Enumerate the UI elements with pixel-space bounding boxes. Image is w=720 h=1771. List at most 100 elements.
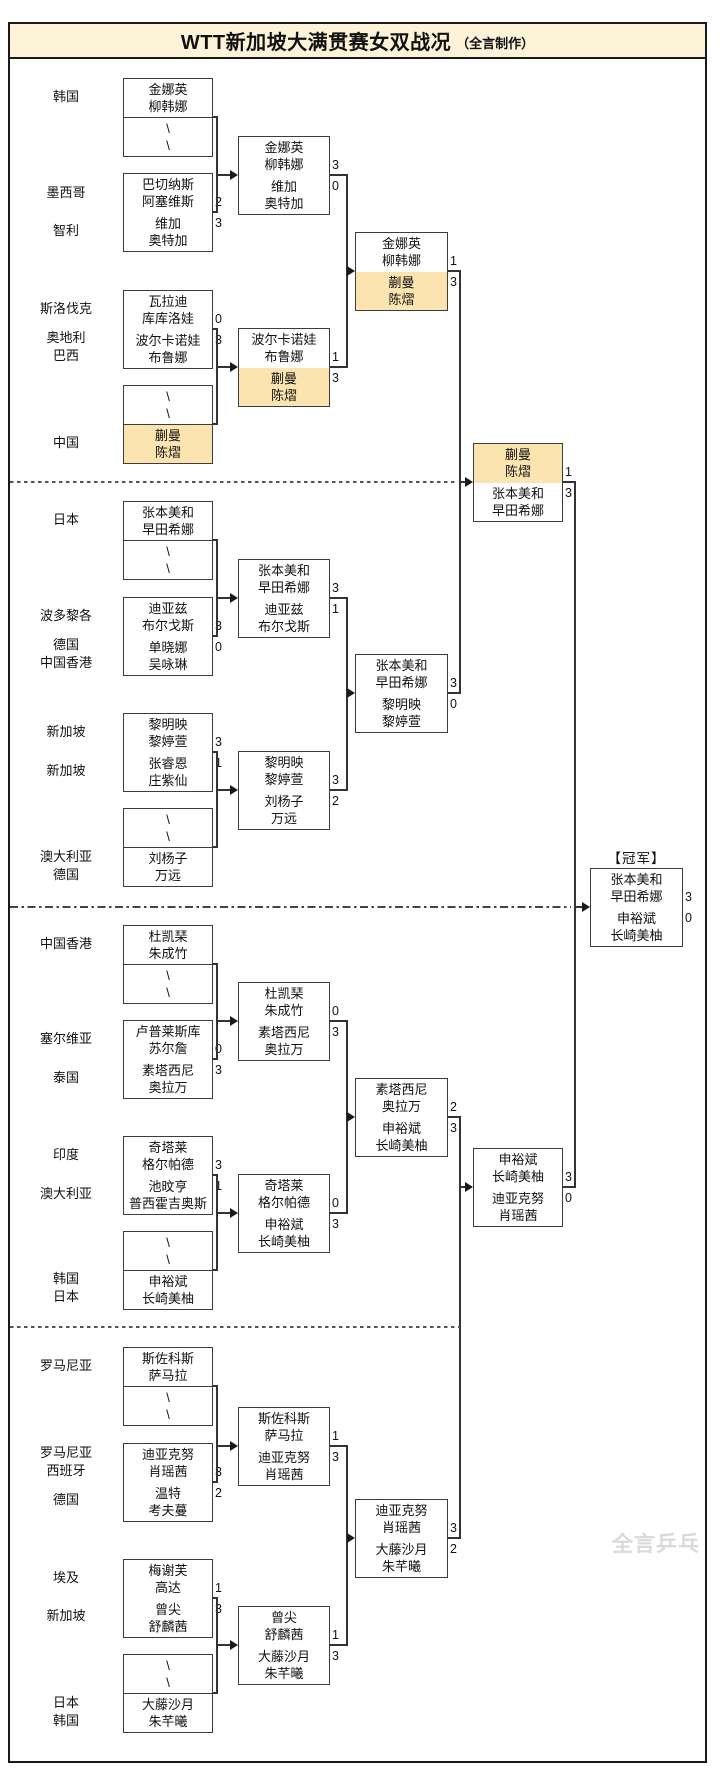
bye-mark: \ bbox=[166, 1252, 170, 1267]
team-cell: 申裕斌长崎美柚 bbox=[474, 1149, 562, 1188]
match-score: 3 bbox=[450, 275, 457, 289]
team-name-line: 迪亚克努 bbox=[491, 1190, 544, 1206]
team-name-line: 万远 bbox=[270, 810, 297, 826]
country-label-line: 日本 bbox=[52, 512, 79, 527]
team-name-line: 长崎美柚 bbox=[375, 1137, 428, 1153]
team-name-line: 刘杨子 bbox=[264, 793, 304, 809]
bye-mark: \ bbox=[166, 1390, 170, 1405]
team-name-line: 迪亚克努 bbox=[375, 1503, 428, 1519]
match-score: 3 bbox=[332, 158, 339, 172]
match-score: 3 bbox=[215, 1465, 222, 1479]
country-label-line: 新加坡 bbox=[46, 763, 86, 778]
match-box: 金娜英柳韩娜\\ bbox=[123, 78, 213, 157]
team-name-line: 张本美和 bbox=[141, 505, 194, 520]
match-box: \\蒯曼陈熠 bbox=[123, 385, 213, 464]
team-name-line: 斯佐科斯 bbox=[141, 1351, 194, 1366]
team-name-line: 陈熠 bbox=[270, 387, 297, 403]
team-name-line: 蒯曼 bbox=[270, 370, 297, 386]
team-cell: 张睿恩庄紫仙 bbox=[124, 753, 212, 792]
bye-mark: \ bbox=[166, 985, 170, 1000]
bye-mark: \ bbox=[166, 544, 170, 559]
team-cell: 素塔西尼奥拉万 bbox=[239, 1022, 329, 1061]
team-name-line: 卢普莱斯库 bbox=[135, 1024, 201, 1040]
country-label: 韩国 bbox=[16, 88, 116, 106]
team-name-line: 早田希娜 bbox=[257, 580, 310, 596]
team-name-line: 黎婷萱 bbox=[264, 772, 304, 788]
bracket-connector-line bbox=[213, 116, 218, 118]
bracket-connector-line bbox=[217, 1020, 231, 1022]
country-label: 智利 bbox=[16, 222, 116, 240]
country-label-line: 日本 bbox=[52, 1695, 79, 1710]
team-name-line: 奥拉万 bbox=[264, 1041, 304, 1057]
team-cell: 刘杨子万远 bbox=[124, 847, 212, 886]
country-label: 塞尔维亚 bbox=[16, 1030, 116, 1048]
bracket-connector-line bbox=[330, 789, 348, 791]
team-name-line: 长崎美柚 bbox=[610, 927, 663, 943]
team-name-line: 迪亚克努 bbox=[141, 1447, 194, 1463]
bye-mark: \ bbox=[166, 138, 170, 153]
team-cell: 大藤沙月朱芊曦 bbox=[124, 1693, 212, 1732]
country-label-line: 新加坡 bbox=[46, 1608, 86, 1623]
team-name-line: 早田希娜 bbox=[610, 889, 663, 905]
team-cell: 迪亚克努肖瑶茜 bbox=[239, 1447, 329, 1486]
country-label-line: 德国 bbox=[52, 637, 79, 652]
bracket-connector-line bbox=[346, 1445, 348, 1646]
country-label-line: 罗马尼亚 bbox=[39, 1358, 92, 1373]
team-cell: 蒯曼陈熠 bbox=[474, 444, 562, 483]
team-name-line: 柳韩娜 bbox=[148, 99, 188, 114]
bracket-connector-line bbox=[213, 1692, 218, 1694]
bracket-connector-line bbox=[213, 1058, 218, 1060]
country-label: 斯洛伐克 bbox=[16, 300, 116, 318]
bracket-arrow bbox=[230, 1208, 238, 1218]
match-score: 1 bbox=[565, 465, 572, 479]
team-name-line: 迪亚兹 bbox=[148, 601, 188, 617]
team-name-line: 蒯曼 bbox=[154, 428, 181, 443]
team-cell: 迪亚克努肖瑶茜 bbox=[356, 1500, 447, 1539]
team-name-line: 舒麟茜 bbox=[264, 1627, 304, 1643]
match-score: 3 bbox=[332, 1649, 339, 1663]
country-label-line: 塞尔维亚 bbox=[39, 1031, 92, 1046]
country-label-line: 罗马尼亚 bbox=[39, 1445, 92, 1460]
country-label: 墨西哥 bbox=[16, 184, 116, 202]
bracket-connector-line bbox=[460, 1186, 466, 1188]
team-name-line: 萨马拉 bbox=[264, 1428, 304, 1444]
team-cell: 奇塔莱格尔帕德 bbox=[239, 1175, 329, 1214]
team-cell: 素塔西尼奥拉万 bbox=[124, 1060, 212, 1099]
match-score: 1 bbox=[450, 254, 457, 268]
section-separator bbox=[10, 481, 456, 483]
country-label: 德国中国香港 bbox=[16, 636, 116, 672]
team-name-line: 格尔帕德 bbox=[257, 1195, 310, 1211]
match-score: 1 bbox=[332, 1628, 339, 1642]
team-name-line: 早田希娜 bbox=[375, 675, 428, 691]
bracket-arrow bbox=[347, 1112, 355, 1122]
match-score: 1 bbox=[215, 1581, 222, 1595]
bracket-connector-line bbox=[575, 906, 583, 908]
bracket-connector-line bbox=[216, 751, 218, 848]
match-score: 2 bbox=[332, 794, 339, 808]
team-name-line: 黎婷萱 bbox=[381, 713, 421, 729]
country-label-line: 泰国 bbox=[52, 1070, 79, 1085]
match-score: 3 bbox=[332, 1025, 339, 1039]
team-name-line: 朱成竹 bbox=[264, 1003, 304, 1019]
country-label-line: 智利 bbox=[52, 223, 79, 238]
team-name-line: 奥特加 bbox=[148, 232, 188, 248]
bye-mark: \ bbox=[166, 968, 170, 983]
team-name-line: 陈熠 bbox=[154, 445, 181, 460]
country-label: 中国 bbox=[16, 434, 116, 452]
team-cell: 巴切纳斯阿塞维斯 bbox=[124, 174, 212, 213]
team-name-line: 阿塞维斯 bbox=[141, 194, 194, 210]
bracket-arrow bbox=[465, 477, 473, 487]
team-cell: 杜凯琹朱成竹 bbox=[239, 983, 329, 1022]
team-name-line: 维加 bbox=[154, 215, 181, 231]
bracket-connector-line bbox=[213, 1174, 218, 1176]
country-label: 新加坡 bbox=[16, 1607, 116, 1625]
team-cell: 素塔西尼奥拉万 bbox=[356, 1079, 447, 1118]
team-name-line: 苏尔詹 bbox=[148, 1041, 188, 1057]
team-name-line: 万远 bbox=[154, 868, 181, 883]
